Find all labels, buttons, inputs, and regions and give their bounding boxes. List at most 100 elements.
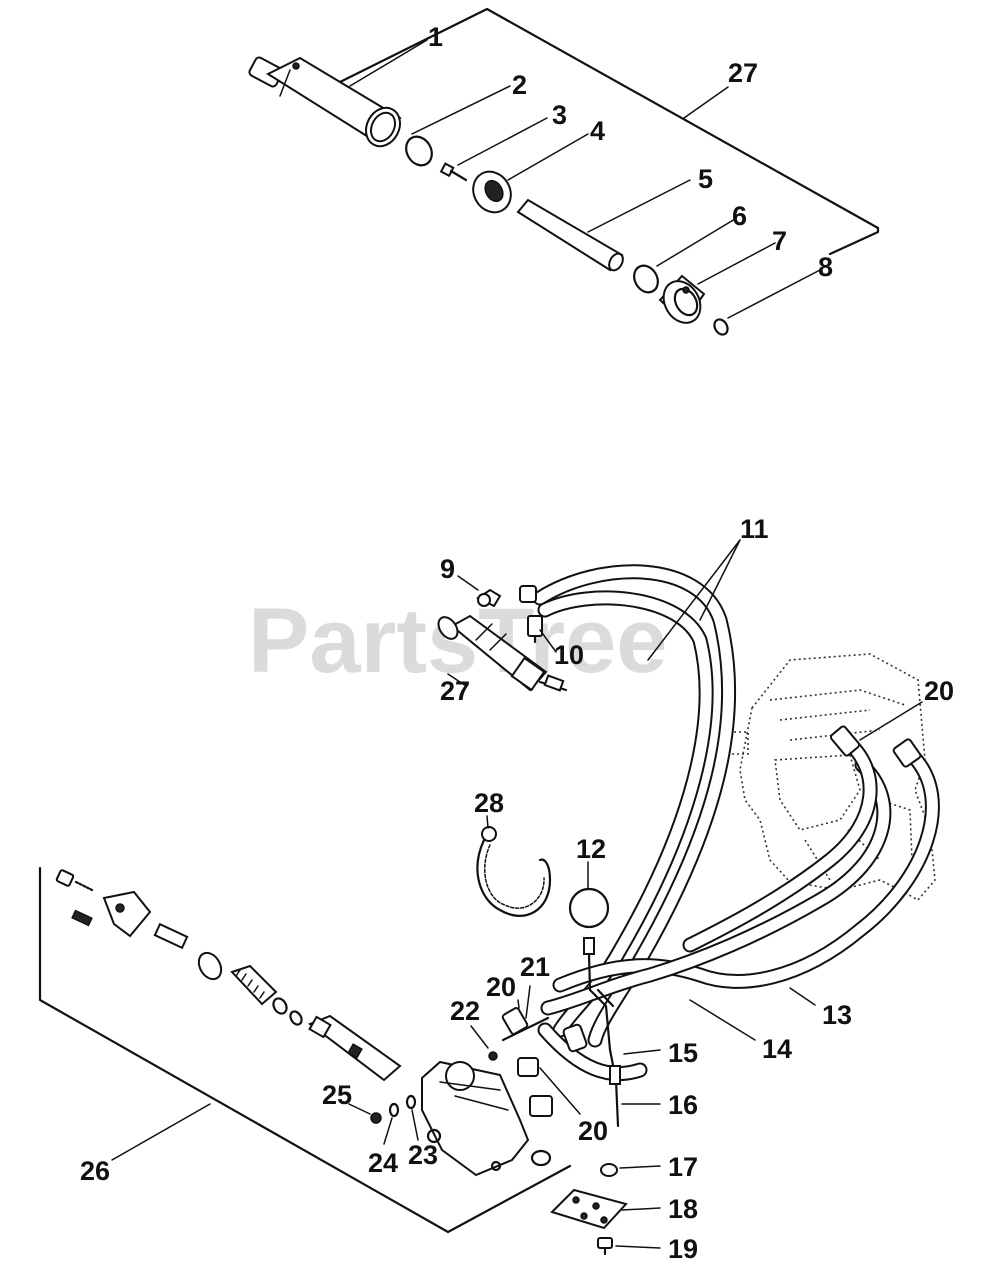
callout-15: 15	[668, 1038, 698, 1068]
callout-20-bottom: 20	[578, 1116, 608, 1146]
leader-24	[383, 1117, 393, 1145]
valve-fittings	[470, 985, 588, 1117]
leader-1	[349, 39, 428, 87]
callout-13: 13	[822, 1000, 852, 1030]
part-15-16-bracket	[583, 937, 661, 1128]
part-5-rod	[516, 198, 624, 272]
leader-2	[411, 85, 511, 135]
leader-20-bottom	[539, 1067, 581, 1115]
part-19-bolt	[597, 1237, 661, 1256]
leader-9	[457, 575, 479, 591]
leader-10	[539, 629, 557, 653]
hydraulic-hoses	[532, 564, 940, 1082]
leader-8	[727, 269, 821, 319]
part-6-o-ring	[633, 264, 659, 294]
part-2-snap-ring	[405, 135, 433, 167]
callout-23: 23	[408, 1140, 438, 1170]
leader-20-mid	[517, 999, 520, 1009]
callout-2: 2	[512, 70, 527, 100]
leader-27-mid	[447, 673, 467, 687]
bracket-27-top	[338, 7, 880, 256]
callout-21: 21	[520, 952, 550, 982]
callout-3: 3	[552, 100, 567, 130]
leader-27-top	[683, 86, 729, 119]
leader-13	[789, 987, 816, 1006]
leader-4	[507, 133, 589, 181]
part-18-plate	[550, 1188, 661, 1230]
callout-25: 25	[322, 1080, 352, 1110]
part-20-fitting-c	[529, 1095, 553, 1117]
callout-11: 11	[740, 514, 769, 544]
part-23-washer	[405, 1094, 417, 1110]
callout-7: 7	[772, 226, 787, 256]
callout-20-mid: 20	[486, 972, 516, 1002]
part-22-nut	[488, 1051, 498, 1061]
leader-26	[111, 1103, 211, 1161]
callout-17: 17	[668, 1152, 698, 1182]
callout-10: 10	[554, 640, 584, 670]
callout-26: 26	[80, 1156, 110, 1186]
part-4-piston	[472, 170, 512, 214]
part-20-fitting-b	[517, 1057, 539, 1077]
leader-22	[470, 1025, 489, 1049]
leader-28	[486, 815, 489, 829]
callout-14: 14	[762, 1034, 792, 1064]
cylinder-assembly-exploded	[248, 7, 880, 336]
leader-20-top	[859, 701, 923, 741]
part-17-nut	[600, 1163, 661, 1177]
leader-3	[457, 117, 548, 166]
leader-21	[525, 985, 531, 1019]
callout-6: 6	[732, 201, 747, 231]
callout-labels: 1 2 3 4 5 6 7 8 27 9 10 11 27 20 28 12 1…	[80, 22, 954, 1264]
callout-28: 28	[474, 788, 504, 818]
part-10-fitting	[519, 585, 557, 653]
callout-16: 16	[668, 1090, 698, 1120]
callout-1: 1	[428, 22, 443, 52]
part-12-ball	[568, 861, 610, 929]
callout-4: 4	[590, 116, 605, 146]
cylinder-27-assembled	[437, 614, 568, 692]
leader-6	[656, 218, 736, 267]
watermark: PartsTree	[248, 590, 667, 692]
part-1-barrel	[248, 56, 402, 148]
leader-19	[615, 1245, 661, 1249]
part-7-gland	[658, 274, 706, 324]
leader-5	[587, 179, 691, 233]
leader-23	[411, 1109, 419, 1141]
callout-27-top: 27	[728, 58, 758, 88]
valve-spool-assembly	[38, 866, 572, 1234]
callout-12: 12	[576, 834, 606, 864]
callout-18: 18	[668, 1194, 698, 1224]
leader-11-a	[647, 539, 741, 661]
callout-22: 22	[450, 996, 480, 1026]
control-valve-body	[421, 1060, 530, 1177]
leader-7	[697, 242, 776, 285]
part-20-fitting-a	[501, 1007, 529, 1035]
spool-parts	[55, 869, 402, 1082]
part-28-cable	[476, 815, 552, 917]
part-9-elbow-fitting	[457, 575, 502, 608]
valve-port-seal	[530, 1149, 552, 1167]
fitting-20-engine-a	[829, 725, 861, 757]
part-24-washer	[388, 1102, 400, 1118]
fitting-20-engine-b	[892, 738, 922, 768]
part-3-screw	[439, 162, 468, 182]
callout-27-mid: 27	[440, 676, 470, 706]
part-21-pin	[501, 1016, 550, 1042]
callout-19: 19	[668, 1234, 698, 1264]
callout-5: 5	[698, 164, 713, 194]
leader-25	[348, 1103, 371, 1115]
part-8-seal	[713, 318, 729, 336]
callout-20-top: 20	[924, 676, 954, 706]
leader-18	[621, 1207, 661, 1211]
leader-14	[689, 999, 756, 1041]
part-25-nut	[370, 1112, 382, 1124]
callout-9: 9	[440, 554, 455, 584]
hose-end-fitting	[562, 1023, 588, 1053]
bracket-26	[38, 866, 572, 1234]
callout-24: 24	[368, 1148, 398, 1178]
leader-17	[619, 1165, 661, 1169]
leader-15	[623, 1049, 661, 1055]
callout-8: 8	[818, 252, 833, 282]
